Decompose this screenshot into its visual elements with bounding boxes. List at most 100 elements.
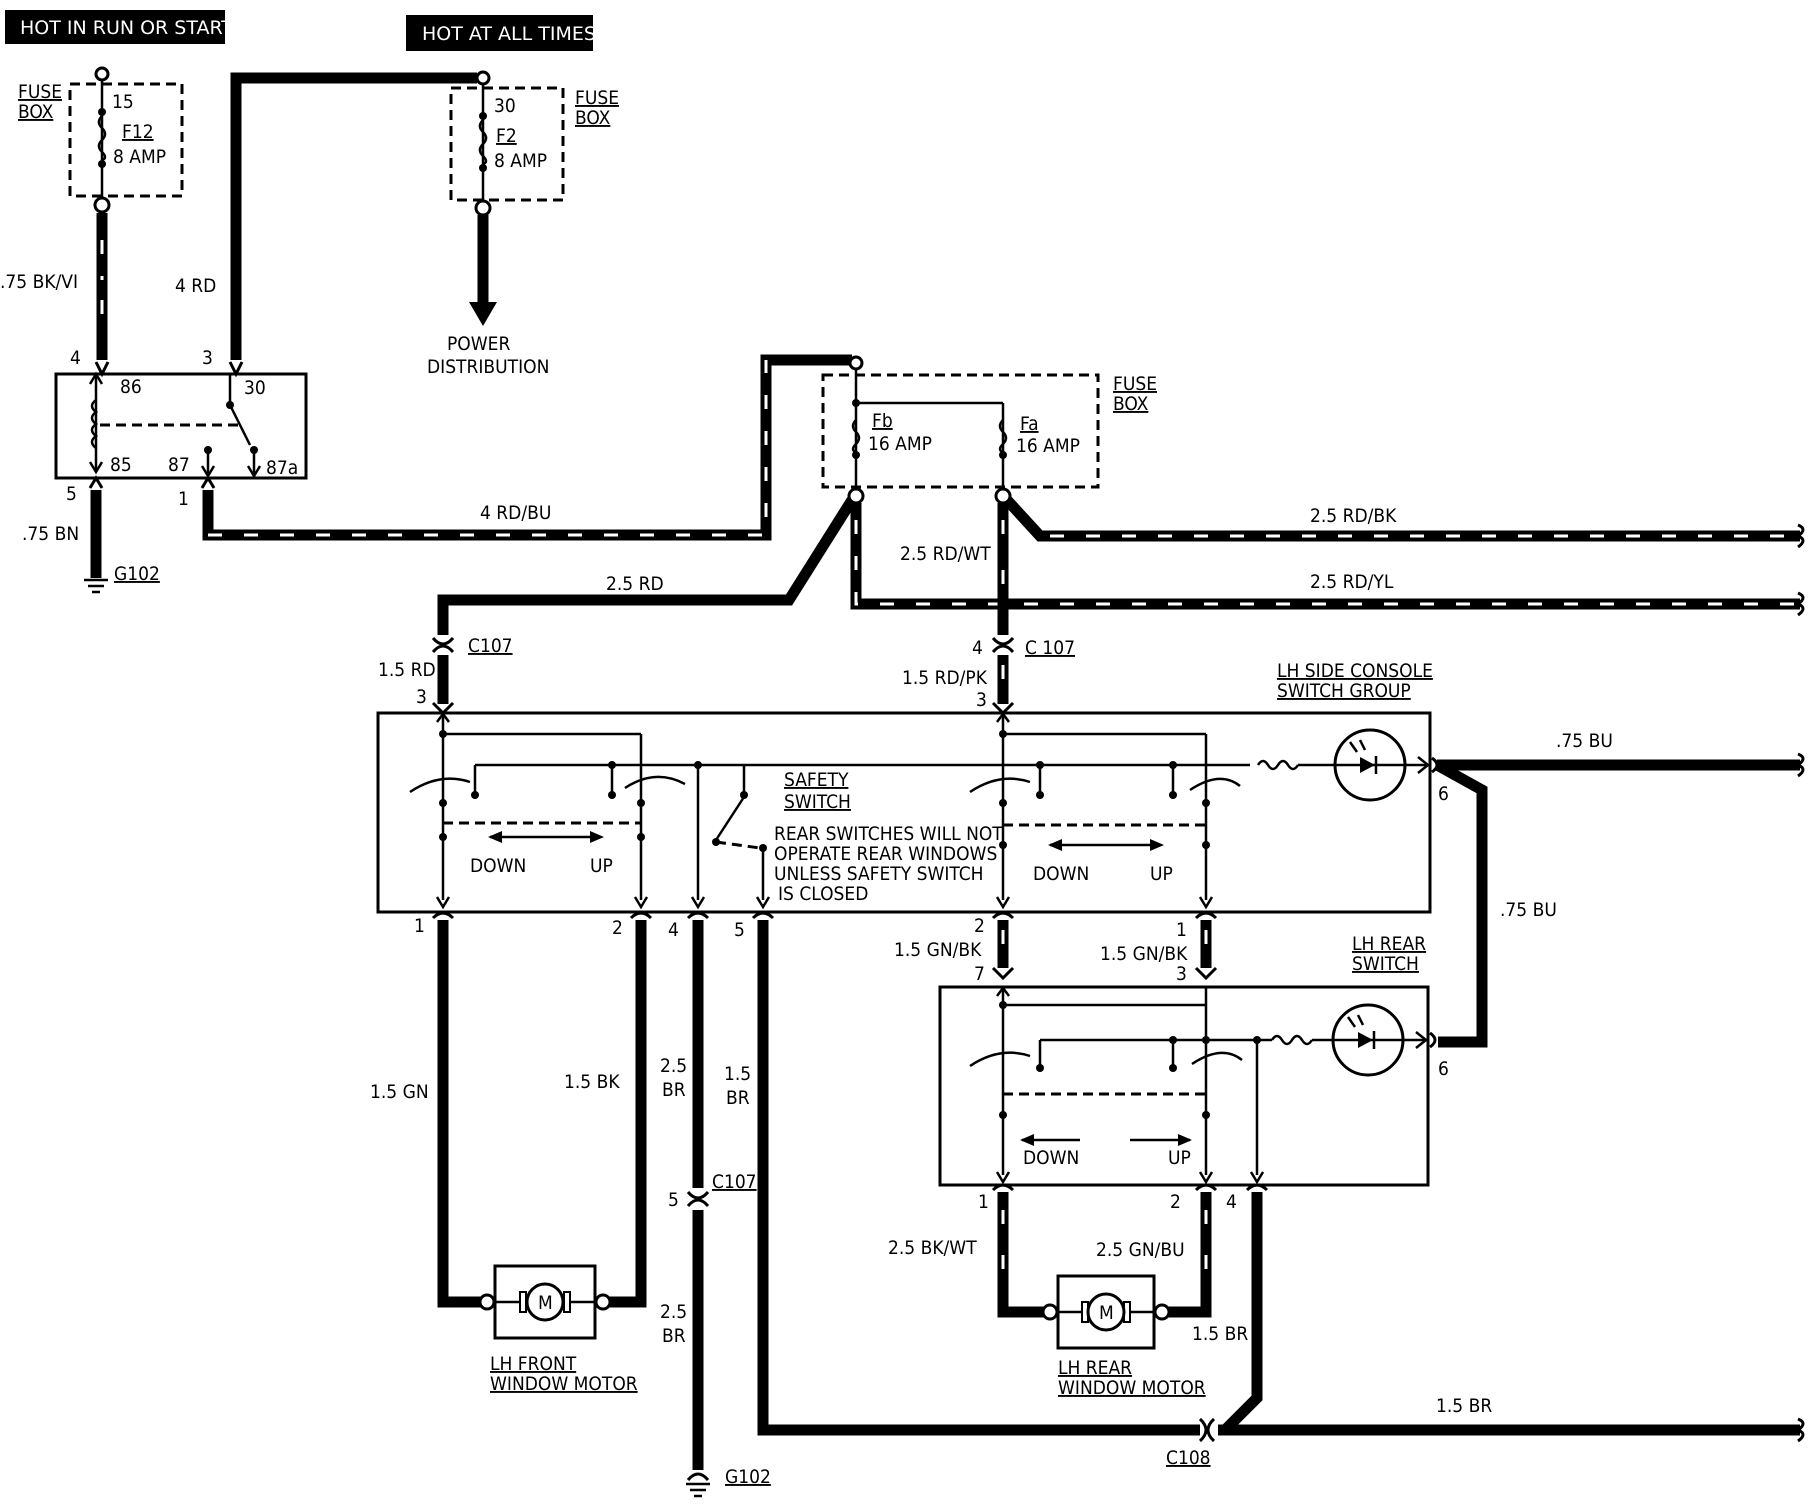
relay-arrow (88, 461, 104, 475)
pin-connector (629, 911, 653, 920)
diode-icon (1358, 1032, 1373, 1048)
wire-15gn (437, 920, 484, 1308)
arrow-left-icon (1020, 1134, 1034, 1146)
switch-node (637, 799, 645, 807)
console-note: IS CLOSED (778, 883, 868, 905)
wire-label: 1.5 RD/PK (902, 667, 988, 689)
wire-75bu-side (1434, 760, 1488, 1048)
fuse-box-f2 (449, 86, 565, 202)
fuse-box-label: FUSE (575, 87, 619, 109)
console-title: SWITCH GROUP (1277, 680, 1411, 702)
ground-label: G102 (725, 1466, 771, 1488)
relay-connector (200, 475, 216, 489)
switch-node (1169, 1036, 1177, 1044)
pin-number: 1 (978, 1191, 989, 1213)
switch-node (1169, 1064, 1177, 1072)
wire-label: 4 RD (175, 275, 216, 297)
wire-25rdbk (1002, 496, 1800, 542)
fuse-f2-element (478, 119, 488, 166)
wire-break (1794, 1417, 1805, 1443)
console-switch-group (376, 711, 1432, 914)
wire-25rd (437, 497, 857, 635)
fuse-fa-element (998, 419, 1008, 454)
relay-term: 86 (120, 376, 142, 398)
wire-label: 4 RD/BU (480, 502, 551, 524)
motor-terminal (478, 1293, 496, 1311)
light-ray-icon (1348, 741, 1359, 753)
connector-label: C108 (1166, 1447, 1211, 1469)
pin-arrow (755, 896, 771, 910)
relay-connector (88, 475, 104, 489)
relay-term: 30 (244, 377, 266, 399)
fuse-box-label: BOX (18, 101, 54, 123)
relay-pin: 3 (202, 347, 213, 369)
pin-number: 4 (668, 919, 679, 941)
wire-label: 1.5 RD (378, 659, 436, 681)
resistor-icon (1256, 759, 1300, 771)
relay-term: 85 (110, 454, 132, 476)
fuse-f12-node (98, 160, 106, 168)
switch-node (1036, 791, 1044, 799)
pin-connector (991, 911, 1015, 920)
arrow-left-icon (488, 831, 502, 843)
fuse-f2-node (479, 164, 487, 172)
pin-number: 1 (1176, 919, 1187, 941)
wire-label: .75 BU (1556, 730, 1613, 752)
arrow-left-icon (1048, 839, 1062, 851)
switch-node (608, 791, 616, 799)
pin-number: 2 (1170, 1191, 1181, 1213)
pin-arrow (690, 896, 706, 910)
fuse-f12-top-terminal (94, 66, 110, 82)
motor-terminal (1153, 1303, 1171, 1321)
arrow-right-icon (1178, 1134, 1192, 1146)
pin-arrow (995, 896, 1011, 910)
connector-c107 (991, 636, 1015, 654)
light-ray-icon (1358, 739, 1367, 751)
relay-switch-arm (228, 404, 252, 446)
rear-switch-title: SWITCH (1352, 953, 1419, 975)
motor-label: WINDOW MOTOR (1058, 1377, 1206, 1399)
motor-terminal (594, 1293, 612, 1311)
connector-c107 (686, 1190, 710, 1208)
pin-number: 2 (974, 915, 985, 937)
pin-connector (991, 1183, 1015, 1192)
arrow-right-icon (1150, 839, 1164, 851)
pin-number: 1 (414, 915, 425, 937)
switch-node (439, 799, 447, 807)
switch-node (1036, 1064, 1044, 1072)
pin-connector (751, 911, 775, 920)
relay-box (54, 372, 308, 480)
switch-node (1202, 1111, 1210, 1119)
switch-rocker (409, 777, 471, 794)
wire-25gnbu (1162, 1192, 1212, 1318)
switch-node (1169, 791, 1177, 799)
fuse-box-f12 (68, 82, 184, 198)
console-note: UNLESS SAFETY SWITCH (774, 863, 984, 885)
connector-c107 (431, 636, 455, 654)
fuse-f2-rating: 8 AMP (494, 150, 547, 172)
switch-node (608, 761, 616, 769)
header-box-all-times (406, 15, 593, 51)
wire-break (1794, 591, 1805, 617)
relay-pin: 5 (66, 483, 77, 505)
pin-number: 3 (1176, 963, 1187, 985)
header-box-run-start (5, 10, 225, 44)
wire-label: 2.5 (660, 1055, 687, 1077)
relay-pin: 1 (178, 488, 189, 510)
wire-label: 2.5 BK/WT (888, 1237, 977, 1259)
wire-break (1794, 752, 1805, 778)
ground-label: G102 (114, 563, 160, 585)
console-title: LH SIDE CONSOLE (1277, 660, 1433, 682)
fuse-fa-name: Fa (1020, 413, 1039, 435)
safety-switch-label: SAFETY (784, 769, 849, 791)
header-run-start: HOT IN RUN OR START (20, 17, 233, 39)
pin-arrow (435, 896, 451, 910)
wire-15bk (605, 920, 647, 1308)
switch-node (1036, 761, 1044, 769)
wire-label: 2.5 (660, 1301, 687, 1323)
arrow-right-icon (590, 831, 604, 843)
wire-label: 1.5 BK (564, 1071, 620, 1093)
safety-switch-arm (714, 796, 746, 841)
